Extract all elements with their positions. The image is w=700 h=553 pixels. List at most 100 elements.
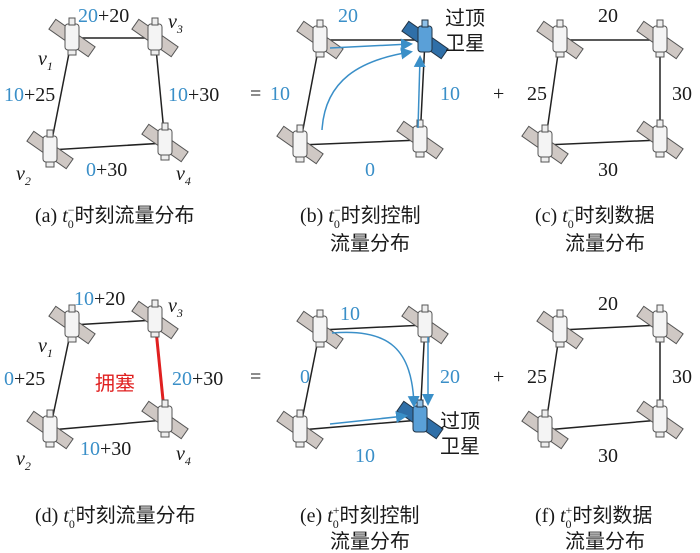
panels-f-right: 30 (672, 366, 692, 388)
nodes-v3s: 3 (176, 22, 183, 36)
nodes-v4: v (176, 163, 185, 185)
edge-label-top: 20+20 (78, 5, 129, 27)
flow-arrow (321, 47, 413, 131)
overhead-label: 过顶 (445, 7, 485, 30)
panels-e-bottom: 10 (355, 445, 375, 467)
nodes-v4s: 4 (185, 174, 191, 188)
panels-d-t: t (63, 505, 69, 527)
panels-a-left_d: +25 (24, 84, 55, 106)
panels-f-cap2: 流量分布 (565, 530, 645, 553)
nodes-v3: v (168, 11, 177, 33)
congestion-label: 拥塞 (95, 372, 135, 395)
panels-a-sub: 0 (68, 217, 74, 231)
panels-c-t: t (562, 205, 568, 227)
panels-d-cap: 时刻流量分布 (76, 504, 196, 527)
caption-b: (b) t0−时刻控制 (300, 203, 421, 231)
plus-sign: + (493, 366, 504, 388)
panels-c-sup: − (568, 203, 575, 217)
panels-b-sub: 0 (334, 217, 340, 231)
svg-text:v4: v4 (176, 443, 191, 468)
panels-a-t: t (62, 205, 68, 227)
nodes-v3: v (168, 295, 177, 317)
panels-e-sub: 0 (333, 517, 339, 531)
satellite-icon (636, 304, 684, 345)
flow-arrow (413, 55, 426, 129)
panels-c-sub: 0 (568, 217, 574, 231)
nodes-v2: v (16, 448, 25, 470)
panels-e-cap2: 流量分布 (330, 530, 410, 553)
node-v1: v1 (38, 48, 53, 73)
panels-f-top: 20 (598, 293, 618, 315)
panels-d-bottom_d: +30 (100, 438, 131, 460)
nodes-v2s: 2 (25, 174, 31, 188)
panels-a-bottom_c: 0 (86, 159, 96, 181)
panels-f-sub: 0 (566, 517, 572, 531)
overhead-line1: 过顶 (440, 410, 480, 433)
svg-text:v2: v2 (16, 448, 31, 473)
flow-arrow (329, 38, 413, 51)
panels-e-top: 10 (340, 303, 360, 325)
panels-e-sup: + (333, 503, 340, 517)
panels-c-bottom: 30 (598, 159, 618, 181)
svg-text:10+20: 10+20 (74, 288, 125, 310)
panels-c-cap2: 流量分布 (565, 232, 645, 255)
panels-e-t: t (327, 505, 333, 527)
satellite-icon (636, 399, 684, 440)
caption-a: (a) t0−时刻流量分布 (35, 203, 195, 231)
edge-label-right: 10 (440, 83, 460, 105)
panels-d-bottom_c: 10 (80, 438, 100, 460)
flow-arrow (329, 410, 408, 425)
edge-label-top: 20 (338, 5, 358, 27)
panels-c-cap: 时刻数据 (575, 204, 655, 227)
panels-d-right_c: 20 (172, 368, 192, 390)
panel-c: 20 25 30 30 (c) t0−时刻数据 流量分布 (521, 5, 692, 255)
edge-label-bottom: 0 (365, 159, 375, 181)
caption-c: (c) t0−时刻数据 (535, 203, 655, 231)
panels-a-right_d: +30 (188, 84, 219, 106)
nodes-v1s: 1 (47, 346, 53, 360)
caption-d: (d) t0+时刻流量分布 (35, 503, 196, 531)
svg-text:0+25: 0+25 (4, 368, 45, 390)
edge-label-right: 10+30 (168, 84, 219, 106)
caption-f: (f) t0+时刻数据 (535, 503, 652, 531)
node-v2: v2 (16, 163, 31, 188)
satellite-icon (141, 399, 189, 440)
panels-c-right: 30 (672, 83, 692, 105)
svg-text:v1: v1 (38, 335, 53, 360)
panels-a-right_c: 10 (168, 84, 188, 106)
edge-label-left: 10 (270, 83, 290, 105)
panels-d-cap_pre: (d) (35, 505, 63, 527)
panels-f-bottom: 30 (598, 445, 618, 467)
edge-label-bottom: 0+30 (86, 159, 127, 181)
nodes-v1: v (38, 48, 47, 70)
nodes-v1: v (38, 335, 47, 357)
panels-a-sup: − (68, 203, 75, 217)
panels-b-cap: 时刻控制 (341, 204, 421, 227)
flow-arrow (331, 331, 420, 408)
panels-f-cap_pre: (f) (535, 505, 560, 527)
panel-a: 20+20 10+25 10+30 0+30 v1 v3 v2 v4 (a) t… (4, 5, 219, 231)
panels-f-t: t (560, 505, 566, 527)
panels-d-top_c: 10 (74, 288, 94, 310)
panel-b: 20 10 10 0 过顶 卫星 (b) t0−时刻控制 流量分布 (270, 5, 485, 255)
panels-e-right: 20 (440, 366, 460, 388)
panels-e-cap_pre: (e) (300, 505, 327, 527)
panels-f-sup: + (566, 503, 573, 517)
caption-b-line2: 流量分布 (330, 232, 410, 255)
overhead-line2: 卫星 (440, 436, 480, 458)
equals-sign: = (250, 83, 261, 105)
svg-text:v3: v3 (168, 295, 183, 320)
satellite-icon (636, 119, 684, 160)
panels-b-sup: − (334, 203, 341, 217)
panels-a-cap_pre: (a) (35, 205, 62, 227)
equals-sign: = (250, 366, 261, 388)
panels-e-cap: 时刻控制 (340, 504, 420, 527)
nodes-v3s: 3 (176, 306, 183, 320)
panels-d-left_d: +25 (14, 368, 45, 390)
panels-a-bottom_d: +30 (96, 159, 127, 181)
svg-text:20+30: 20+30 (172, 368, 223, 390)
nodes-v4: v (176, 443, 185, 465)
panels-d-top_d: +20 (94, 288, 125, 310)
plus-sign: + (493, 83, 504, 105)
